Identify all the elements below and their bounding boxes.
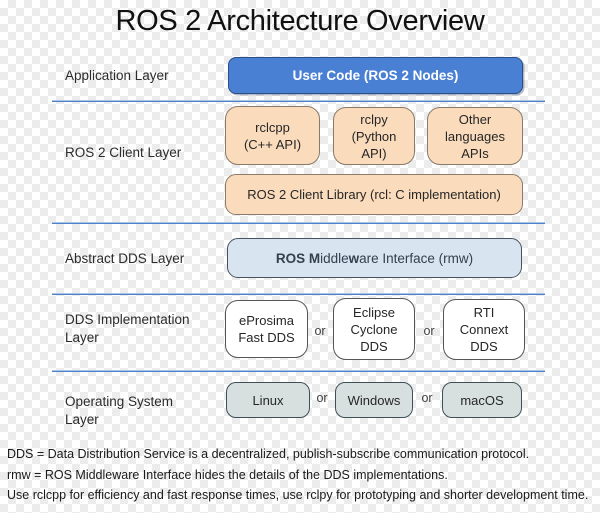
or-label: or (316, 391, 328, 405)
box-linux: Linux (226, 382, 310, 418)
box-user-code: User Code (ROS 2 Nodes) (228, 57, 523, 94)
footnote: rmw = ROS Middleware Interface hides the… (7, 467, 448, 482)
rmw-text-bold: w (348, 250, 360, 266)
layer-label-application: Application Layer (65, 68, 169, 83)
layer-separator (52, 222, 545, 224)
box-rclpy: rclpy (Python API) (333, 107, 415, 165)
layer-label-client: ROS 2 Client Layer (65, 145, 182, 160)
box-rclcpp: rclcpp (C++ API) (225, 106, 320, 165)
layer-label-os: Operating System Layer (65, 394, 174, 427)
or-label: or (421, 391, 433, 405)
box-rcl-library: ROS 2 Client Library (rcl: C implementat… (225, 174, 523, 215)
or-label: or (314, 324, 326, 338)
layer-separator (52, 370, 545, 372)
footnote: Use rclcpp for efficiency and fast respo… (7, 488, 589, 502)
layer-label-abstract-dds: Abstract DDS Layer (65, 251, 185, 266)
box-connext-dds: RTI Connext DDS (443, 299, 525, 360)
footnotes: DDS = Data Distribution Service is a dec… (7, 444, 597, 506)
rmw-text-bold: ROS M (275, 250, 321, 266)
layer-label-dds-impl: DDS Implementation Layer (65, 312, 190, 345)
box-macos: macOS (442, 382, 522, 418)
box-windows: Windows (335, 382, 413, 418)
or-label: or (423, 324, 435, 338)
box-fast-dds: eProsima Fast DDS (225, 300, 308, 358)
box-other-languages: Other languages APIs (427, 107, 523, 165)
diagram-title: ROS 2 Architecture Overview (115, 5, 485, 37)
footnote: DDS = Data Distribution Service is a dec… (7, 447, 530, 461)
layer-separator (52, 100, 545, 102)
layer-separator (52, 293, 545, 295)
rmw-text: are Interface (rmw) (359, 250, 474, 266)
box-cyclone-dds: Eclipse Cyclone DDS (333, 298, 415, 360)
rmw-text: iddle (320, 250, 349, 266)
